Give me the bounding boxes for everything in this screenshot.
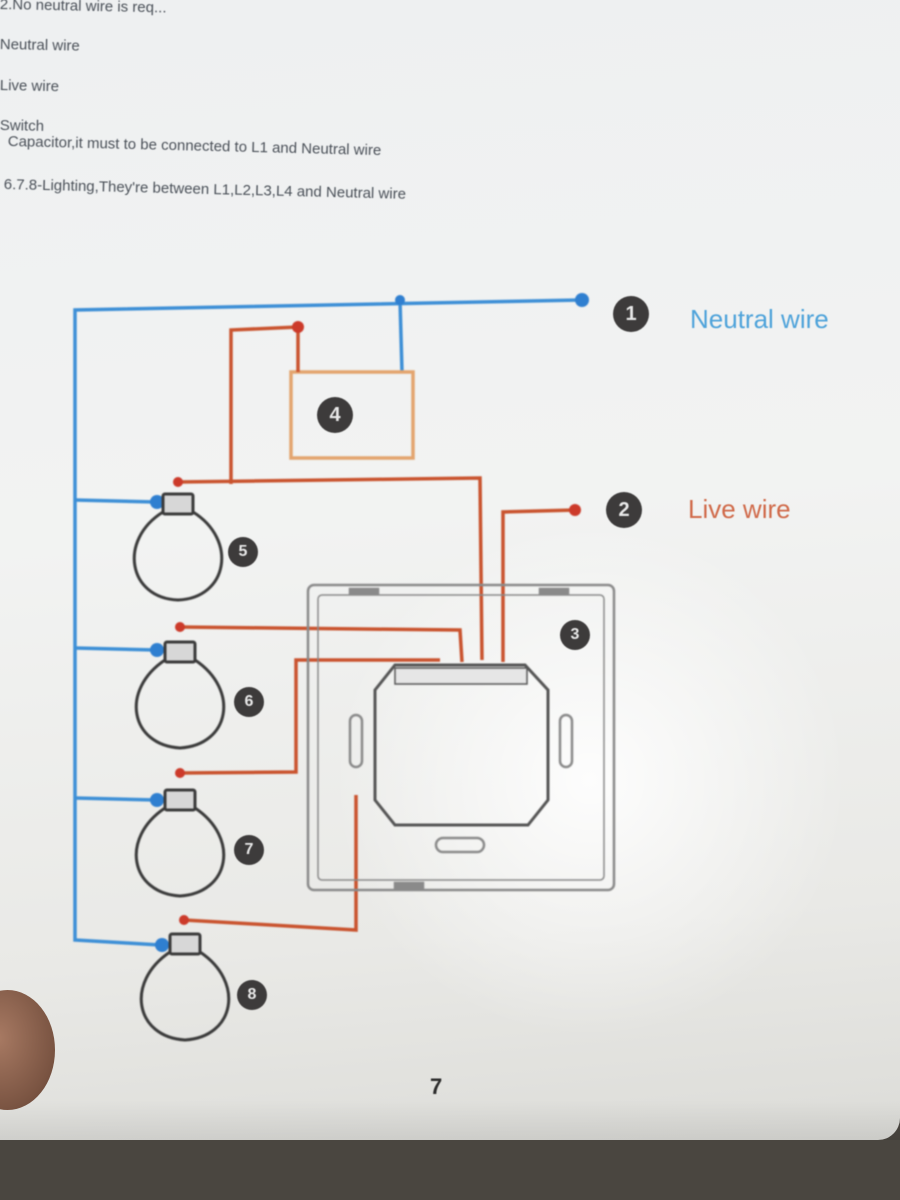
lamp-6-live-dot [175,622,185,632]
page-number: 7 [430,1074,443,1099]
page-edge [0,1100,900,1140]
neutral-junction-dot [395,295,405,305]
lamp-7-neutral-dot [150,793,164,807]
live-badge: 2 [606,492,642,528]
live-dots [173,321,581,925]
switch-plate-outer [306,583,616,892]
neutral-terminal-dot [575,293,589,307]
switch-bottom-tab [393,881,425,890]
switch-top-tab-right [538,587,570,596]
lamp-6-neutral-dot [150,643,164,657]
lamp-5-base [161,492,195,516]
lamp-6-base [163,640,197,664]
lamp-6 [134,640,226,750]
lamp-7-bulb [134,806,226,898]
lamp-5-neutral-dot [150,495,164,509]
switch-slot-right [558,713,574,769]
switch-terminal-strip [394,667,528,685]
lamp-7 [134,788,226,898]
capacitor-live-dot [292,321,304,333]
lamp-5-live-dot [173,477,183,487]
neutral-branch-lamp-7 [74,796,156,802]
lamp-5-bulb [132,510,224,602]
lamp-8-base [168,932,202,956]
switch-bottom-clip [434,836,486,854]
capacitor-live-wire [229,325,299,484]
live-terminal-dot [569,504,581,516]
switch-plate-inner [317,594,605,881]
lamp-6-badge: 6 [234,687,264,717]
lamp-8-live-wire [183,795,358,932]
lamp-8-badge: 8 [237,980,267,1010]
lamp-7-live-wire [179,658,440,775]
lamp-5-badge: 5 [228,537,258,567]
switch-module [306,583,616,892]
lamp-8 [139,932,231,1042]
switch-badge: 3 [560,620,590,650]
live-wires [177,325,576,932]
neutral-wires [73,298,581,947]
neutral-badge: 1 [613,296,649,332]
lamp-5 [132,492,224,602]
switch-slot-left [348,713,364,769]
live-wire-label: Live wire [688,494,791,524]
lamp-7-badge: 7 [234,835,264,865]
lamp-6-bulb [134,658,226,750]
lamp-8-live-dot [179,915,189,925]
lamp-5-live-wire [177,476,484,661]
neutral-main-wire [73,298,581,947]
neutral-branch-lamp-6 [74,646,156,652]
lamp-7-base [163,788,197,812]
lamp-8-neutral-dot [155,938,169,952]
switch-top-tab-left [348,587,380,596]
lamp-6-live-wire [179,625,464,663]
lamp-7-live-dot [175,768,185,778]
neutral-to-capacitor [398,299,404,373]
capacitor-badge: 4 [317,397,353,433]
lamp-8-bulb [139,950,231,1042]
switch-backbox [373,663,550,827]
capacitor-box [289,370,415,460]
neutral-wire-label: Neutral wire [690,304,829,334]
live-input-wire [501,508,576,662]
neutral-branch-lamp-5 [74,498,156,504]
neutral-dots [150,293,589,952]
